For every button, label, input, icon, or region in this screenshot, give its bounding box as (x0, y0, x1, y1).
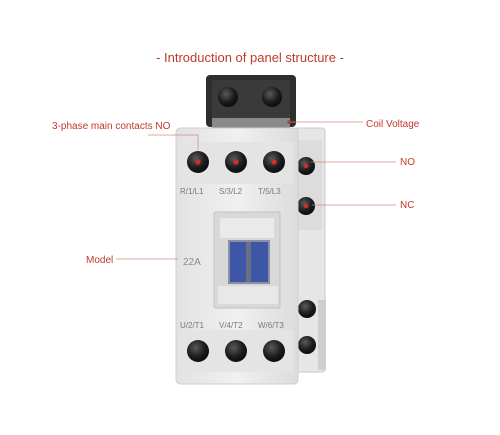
rating-label: 22A (183, 257, 201, 268)
label-model: Model (86, 255, 114, 266)
terminal-label-top-3: T/5/L3 (258, 187, 281, 196)
page-title: - Introduction of panel structure - (156, 50, 344, 65)
label-main-contacts: 3-phase main contacts NO (52, 121, 171, 132)
contactor-housing (175, 127, 299, 385)
label-nc: NC (400, 200, 415, 211)
terminal-label-top-2: S/3/L2 (219, 187, 243, 196)
terminal-label-bottom-3: W/6/T3 (258, 321, 284, 330)
terminal-label-bottom-2: V/4/T2 (219, 321, 243, 330)
leader-main-contacts (148, 134, 199, 150)
aux-bottom-screw-1 (298, 300, 316, 318)
coil-screw-a2 (262, 87, 282, 107)
coil-terminal-block (206, 75, 296, 128)
plunger-right (251, 242, 268, 282)
auxiliary-contact-block (294, 127, 326, 373)
plunger-left (230, 242, 247, 282)
coil-screw-a1 (218, 87, 238, 107)
terminal-screw-t2 (225, 340, 247, 362)
terminal-label-bottom-1: U/2/T1 (180, 321, 205, 330)
terminal-label-top-1: R/1/L1 (180, 187, 204, 196)
top-main-terminals (187, 151, 285, 173)
label-no: NO (400, 157, 415, 168)
aux-bottom-screw-2 (298, 336, 316, 354)
terminal-screw-t1 (187, 340, 209, 362)
terminal-screw-t3 (263, 340, 285, 362)
bottom-main-terminals (187, 340, 285, 362)
label-coil-voltage: Coil Voltage (366, 119, 420, 130)
leader-lines (116, 121, 396, 260)
